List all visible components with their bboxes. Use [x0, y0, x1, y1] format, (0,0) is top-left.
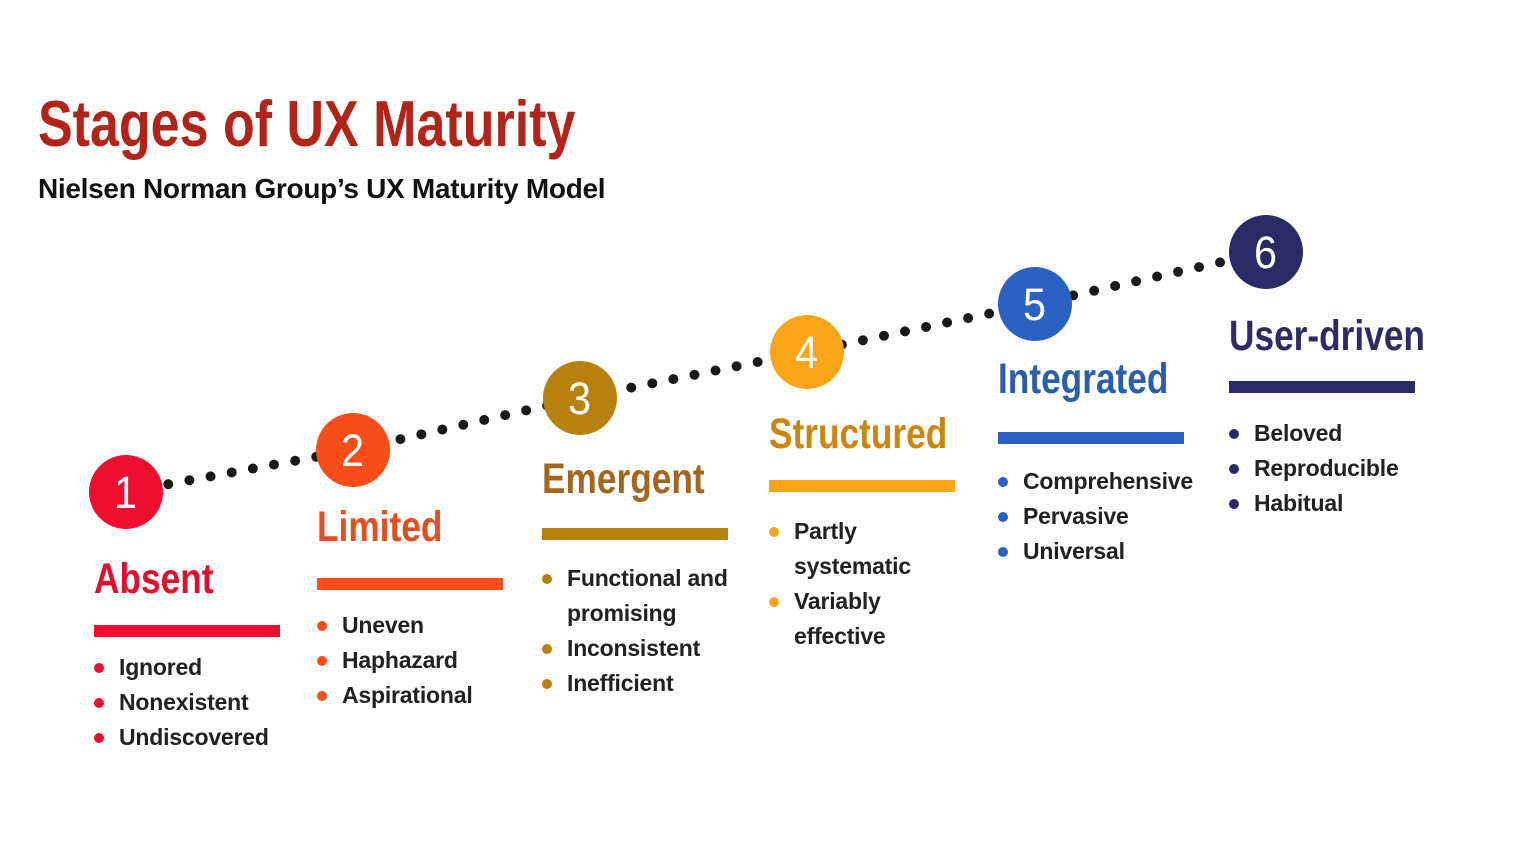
bullet-dot [769, 596, 779, 607]
bullet-item: Undiscovered [94, 720, 269, 755]
bullet-dot [317, 620, 327, 631]
stage-2-bullets: Uneven Haphazard Aspirational [317, 608, 473, 713]
bullet-label: Uneven [342, 612, 424, 638]
bullet-item-continuation: systematic [769, 549, 911, 584]
stage-4-number: 4 [795, 326, 819, 378]
bullet-item: Uneven [317, 608, 473, 643]
bullet-item: Inefficient [542, 666, 728, 701]
stage-1-badge: 1 [89, 455, 163, 529]
stage-5-badge: 5 [998, 267, 1072, 341]
stage-1-number: 1 [114, 466, 138, 518]
stage-5-underline [998, 432, 1184, 444]
stage-1-bullets: Ignored Nonexistent Undiscovered [94, 650, 269, 755]
stage-5-bullets: Comprehensive Pervasive Universal [998, 464, 1193, 569]
bullet-item: Functional and [542, 561, 728, 596]
bullet-label: Variably [794, 588, 881, 614]
bullet-dot [542, 678, 552, 689]
bullet-dot [94, 732, 104, 743]
bullet-label: Functional and [567, 565, 728, 591]
bullet-dot [769, 526, 779, 537]
bullet-item: Aspirational [317, 678, 473, 713]
stage-1-underline [94, 625, 280, 637]
bullet-item: Comprehensive [998, 464, 1193, 499]
stage-6-bullets: Beloved Reproducible Habitual [1229, 416, 1399, 521]
bullet-label: effective [794, 623, 886, 649]
bullet-label: Nonexistent [119, 689, 249, 715]
bullet-dot [998, 511, 1008, 522]
page-title: Stages of UX Maturity [38, 87, 576, 160]
bullet-item: Variably [769, 584, 911, 619]
bullet-dot [317, 690, 327, 701]
bullet-label: Pervasive [1023, 503, 1129, 529]
stage-3-title: Emergent [542, 455, 705, 503]
stage-5-number: 5 [1023, 278, 1047, 330]
stage-3-bullets: Functional and promising Inconsistent In… [542, 561, 728, 701]
bullet-dot [1229, 428, 1239, 439]
bullet-label: Beloved [1254, 420, 1343, 446]
bullet-label: promising [567, 600, 677, 626]
bullet-label: Ignored [119, 654, 202, 680]
bullet-dot [94, 697, 104, 708]
bullet-label: Habitual [1254, 490, 1344, 516]
stage-4-underline [769, 480, 955, 492]
bullet-dot [94, 662, 104, 673]
bullet-dot [317, 655, 327, 666]
bullet-item: Reproducible [1229, 451, 1399, 486]
bullet-label: Comprehensive [1023, 468, 1193, 494]
bullet-dot [542, 573, 552, 584]
bullet-item: Beloved [1229, 416, 1399, 451]
page-subtitle: Nielsen Norman Group’s UX Maturity Model [38, 173, 606, 204]
stage-2-title: Limited [317, 503, 443, 551]
bullet-dot [1229, 463, 1239, 474]
bullet-item-continuation: effective [769, 619, 911, 654]
bullet-item: Partly [769, 514, 911, 549]
bullet-label: systematic [794, 553, 911, 579]
stage-2-number: 2 [341, 424, 365, 476]
stage-6-number: 6 [1254, 226, 1278, 278]
stage-1-title: Absent [94, 555, 214, 603]
bullet-dot [998, 546, 1008, 557]
stage-2-badge: 2 [316, 413, 390, 487]
bullet-label: Inconsistent [567, 635, 701, 661]
stage-5-title: Integrated [998, 355, 1169, 403]
stage-4-badge: 4 [770, 315, 844, 389]
stage-3-badge: 3 [543, 361, 617, 435]
bullet-label: Partly [794, 518, 857, 544]
stage-2-underline [317, 578, 503, 590]
connector-polyline [121, 247, 1271, 497]
bullet-item: Nonexistent [94, 685, 269, 720]
stage-4-bullets: Partly systematic Variably effective [769, 514, 911, 654]
bullet-dot [998, 476, 1008, 487]
bullet-dot [1229, 498, 1239, 509]
stage-3-number: 3 [568, 372, 592, 424]
bullet-label: Aspirational [342, 682, 473, 708]
stage-3-underline [542, 528, 728, 540]
bullet-label: Inefficient [567, 670, 674, 696]
bullet-label: Haphazard [342, 647, 458, 673]
bullet-item: Universal [998, 534, 1193, 569]
bullet-label: Reproducible [1254, 455, 1399, 481]
stage-4-title: Structured [769, 410, 948, 458]
bullet-item: Pervasive [998, 499, 1193, 534]
bullet-item: Habitual [1229, 486, 1399, 521]
bullet-label: Universal [1023, 538, 1125, 564]
bullet-dot [542, 643, 552, 654]
bullet-item: Haphazard [317, 643, 473, 678]
bullet-item-continuation: promising [542, 596, 728, 631]
bullet-label: Undiscovered [119, 724, 269, 750]
stage-6-underline [1229, 381, 1415, 393]
stage-6-badge: 6 [1229, 215, 1303, 289]
bullet-item: Inconsistent [542, 631, 728, 666]
stage-6-title: User-driven [1229, 312, 1425, 360]
bullet-item: Ignored [94, 650, 269, 685]
